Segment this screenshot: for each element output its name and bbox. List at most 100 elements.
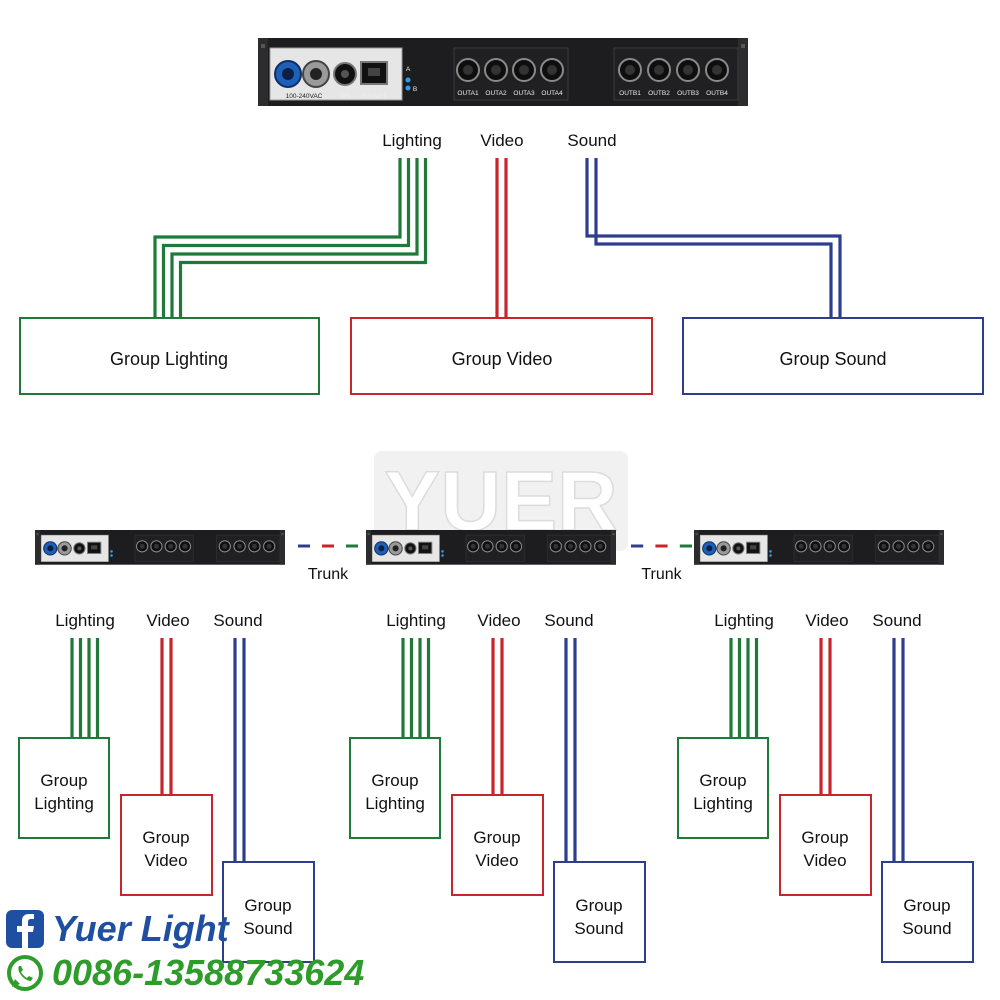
sound-label-top: Sound <box>567 131 616 150</box>
group-lighting-label-line1: Group <box>699 771 746 790</box>
sound-wire-top <box>594 158 833 318</box>
indicator-led <box>405 85 411 91</box>
group-video-box <box>451 794 544 896</box>
bin-net-label: BIN/NET <box>361 93 387 100</box>
group-lighting-box <box>18 737 110 839</box>
rack-hole <box>695 533 698 536</box>
rack-ear-left <box>694 530 700 565</box>
indicator-led <box>441 554 444 557</box>
video-label: Video <box>146 611 189 630</box>
video-label-top: Video <box>480 131 523 150</box>
group-video-label-line1: Group <box>473 828 520 847</box>
lighting-label: Lighting <box>55 611 115 630</box>
group-video-label-line2: Video <box>803 851 846 870</box>
whatsapp-icon <box>7 955 43 991</box>
rack-ear-left <box>35 530 41 565</box>
indicator-led <box>405 77 411 83</box>
video-label: Video <box>477 611 520 630</box>
lighting-label: Lighting <box>386 611 446 630</box>
indicator-led <box>441 550 444 553</box>
lighting-label-top: Lighting <box>382 131 442 150</box>
indicator-led <box>769 554 772 557</box>
rack-ear-left <box>366 530 372 565</box>
rack-hole <box>36 533 39 536</box>
group-video-label-line1: Group <box>801 828 848 847</box>
splitter-unit-1 <box>35 530 285 565</box>
facebook-contact: Yuer Light <box>6 908 229 950</box>
ain-label: AIN <box>340 93 351 100</box>
lighting-wire-top <box>178 158 428 318</box>
group-sound-label-line2: Sound <box>902 919 951 938</box>
indicator-led <box>110 550 113 553</box>
rack-ear-left <box>258 38 268 106</box>
rack-ear-right <box>279 530 285 565</box>
group-sound-box <box>222 861 315 963</box>
indicator-b-label: B <box>413 86 417 93</box>
outa-label: OUTA1 <box>457 90 479 97</box>
group-lighting-box <box>677 737 769 839</box>
lighting-label: Lighting <box>714 611 774 630</box>
lighting-wire-top <box>170 158 419 318</box>
facebook-icon <box>6 910 44 948</box>
outb-label: OUTB4 <box>706 90 728 97</box>
group-sound-label-line1: Group <box>903 896 950 915</box>
lighting-wire-top <box>161 158 411 318</box>
lighting-wire-top <box>153 158 402 318</box>
rack-ear-right <box>938 530 944 565</box>
rack-hole <box>940 533 943 536</box>
group-lighting-label-line1: Group <box>40 771 87 790</box>
outb-label: OUTB3 <box>677 90 699 97</box>
group-lighting-label-top: Group Lighting <box>110 349 228 369</box>
rack-hole <box>281 533 284 536</box>
group-video-label-top: Group Video <box>452 349 553 369</box>
phone-number: 0086-13588733624 <box>52 952 365 993</box>
outb-label: OUTB1 <box>619 90 641 97</box>
group-sound-box-top <box>682 317 984 395</box>
whatsapp-contact: 0086-13588733624 <box>6 952 364 994</box>
rack-hole <box>741 44 745 48</box>
group-lighting-box <box>349 737 441 839</box>
rack-ear-right <box>738 38 748 106</box>
outa-label: OUTA3 <box>513 90 535 97</box>
group-video-label-line1: Group <box>142 828 189 847</box>
group-video-box <box>120 794 213 896</box>
power-label: 100-240VAC <box>286 93 323 100</box>
group-sound-label-line1: Group <box>575 896 622 915</box>
rack-hole <box>261 44 265 48</box>
trunk-label: Trunk <box>308 566 349 583</box>
outa-label: OUTA4 <box>541 90 563 97</box>
group-lighting-label-line1: Group <box>371 771 418 790</box>
group-sound-label-top: Group Sound <box>779 349 886 369</box>
brand-name: Yuer Light <box>52 908 229 949</box>
group-video-label-line2: Video <box>475 851 518 870</box>
indicator-led <box>110 554 113 557</box>
group-sound-label-line1: Group <box>244 896 291 915</box>
video-label: Video <box>805 611 848 630</box>
sound-label: Sound <box>213 611 262 630</box>
group-sound-label-line2: Sound <box>574 919 623 938</box>
outa-label: OUTA2 <box>485 90 507 97</box>
trunk-label: Trunk <box>641 566 682 583</box>
group-sound-box <box>553 861 646 963</box>
group-lighting-box-top <box>19 317 320 395</box>
group-video-box <box>779 794 872 896</box>
group-sound-box <box>881 861 974 963</box>
group-lighting-label-line2: Lighting <box>365 794 425 813</box>
splitter-unit-3 <box>694 530 944 565</box>
sound-wire-top <box>585 158 842 318</box>
rack-hole <box>367 533 370 536</box>
outb-label: OUTB2 <box>648 90 670 97</box>
sound-label: Sound <box>544 611 593 630</box>
group-video-box-top <box>350 317 653 395</box>
group-lighting-label-line2: Lighting <box>34 794 94 813</box>
indicator-led <box>769 550 772 553</box>
group-video-label-line2: Video <box>144 851 187 870</box>
rack-hole <box>612 533 615 536</box>
rack-ear-right <box>610 530 616 565</box>
group-sound-label-line2: Sound <box>243 919 292 938</box>
group-lighting-label-line2: Lighting <box>693 794 753 813</box>
sound-label: Sound <box>872 611 921 630</box>
splitter-unit-2 <box>366 530 616 565</box>
